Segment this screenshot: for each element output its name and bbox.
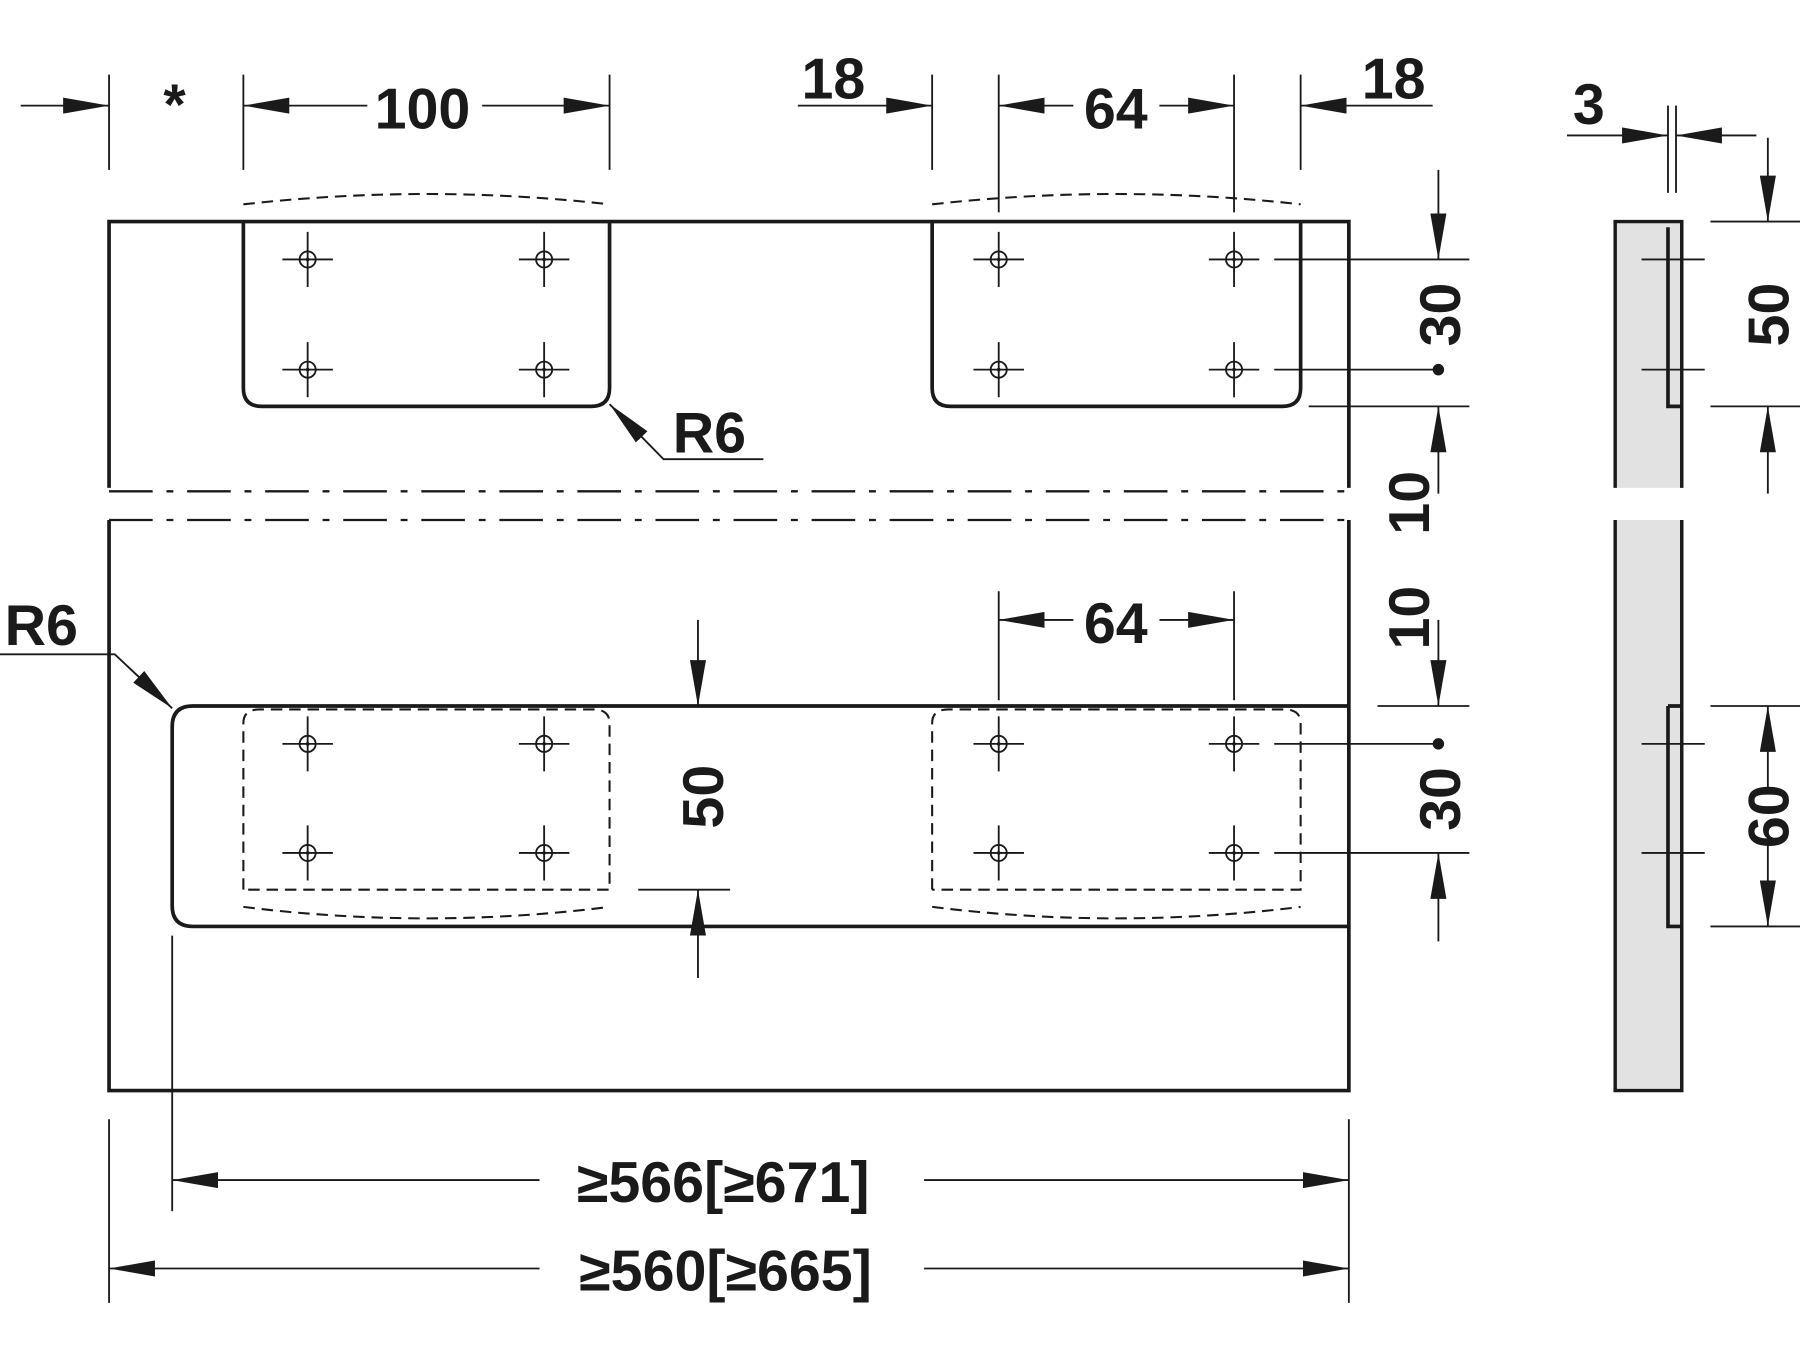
dim-64-top: 64 [1084, 78, 1148, 142]
top-dimensions [20, 74, 1433, 213]
radius-bottom-label: R6 [5, 594, 78, 658]
groove-dimensions [638, 591, 1235, 979]
dim-50-groove: 50 [672, 765, 736, 829]
dim-100: 100 [375, 78, 471, 142]
side-view [1566, 105, 1800, 1093]
dim-50-side: 50 [1738, 283, 1800, 347]
dim-30-top: 30 [1409, 283, 1473, 347]
dim-18-left: 18 [802, 48, 866, 112]
asterisk-label: * [163, 73, 186, 137]
dim-560-665: ≥560[≥665] [579, 1239, 872, 1303]
bottom-dimensions [108, 935, 1350, 1303]
dim-60-side: 60 [1738, 784, 1800, 848]
upper-cutouts [241, 192, 1303, 409]
dim-64-bottom: 64 [1084, 592, 1148, 656]
lower-groove [170, 704, 1349, 929]
vertical-dimensions [1274, 169, 1470, 942]
dim-18-right: 18 [1362, 48, 1426, 112]
dim-10-bottom: 10 [1378, 586, 1442, 650]
dim-30-bottom: 30 [1409, 767, 1473, 831]
dim-3: 3 [1573, 73, 1605, 137]
dim-10-top: 10 [1378, 471, 1442, 535]
radius-top-label: R6 [673, 401, 746, 465]
panel-top [107, 219, 1351, 1093]
dim-566-671: ≥566[≥671] [577, 1151, 870, 1215]
